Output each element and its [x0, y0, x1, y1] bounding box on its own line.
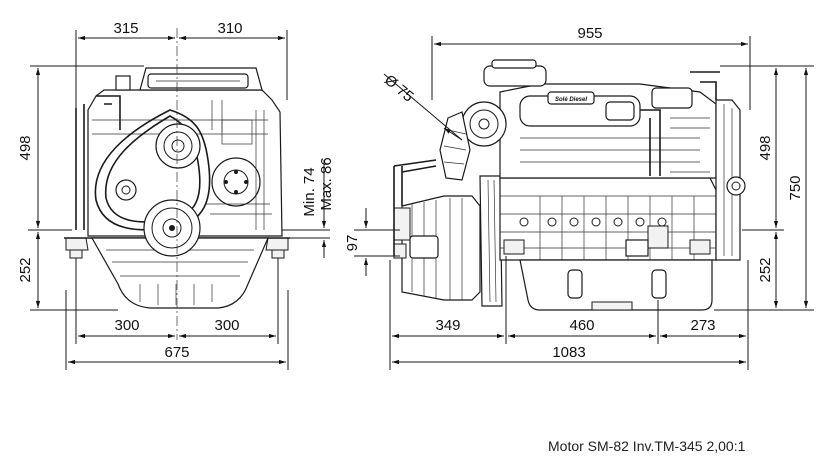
side-dim-right-upper: 498 — [757, 135, 774, 160]
side-dim-bottom-left: 349 — [435, 317, 460, 334]
side-view-engine: Solé Diesel — [393, 59, 746, 311]
side-dim-right-total: 750 — [787, 175, 804, 200]
front-dim-bottom-total: 675 — [164, 344, 189, 361]
side-brand-plate: Solé Diesel — [555, 97, 587, 103]
side-dim-right-lower: 252 — [757, 257, 774, 282]
front-dim-max: Max. 86 — [318, 157, 335, 210]
front-dim-left-lower: 252 — [17, 257, 34, 282]
side-dim-bottom-total: 1083 — [552, 344, 585, 361]
front-dim-left-upper: 498 — [17, 135, 34, 160]
side-dim-flange: 97 — [344, 235, 361, 252]
front-dim-top-right: 310 — [217, 20, 242, 37]
front-view-dimensions: 315 310 498 252 Min. 74 Max. 86 300 300 … — [17, 20, 335, 370]
side-dim-top: 955 — [577, 25, 602, 42]
drawing-caption: Motor SM-82 Inv.TM-345 2,00:1 — [548, 438, 746, 454]
front-dim-min: Min. 74 — [301, 167, 318, 216]
front-dim-bottom-right: 300 — [214, 317, 239, 334]
front-view-engine — [64, 67, 290, 309]
side-view-dimensions: 955 Ø 75 498 750 252 97 349 460 273 1083 — [344, 25, 814, 370]
side-dim-diameter: Ø 75 — [381, 72, 417, 106]
front-dim-bottom-left: 300 — [114, 317, 139, 334]
front-dim-top-left: 315 — [113, 20, 138, 37]
side-dim-bottom-right: 273 — [690, 317, 715, 334]
side-dim-bottom-mid: 460 — [569, 317, 594, 334]
